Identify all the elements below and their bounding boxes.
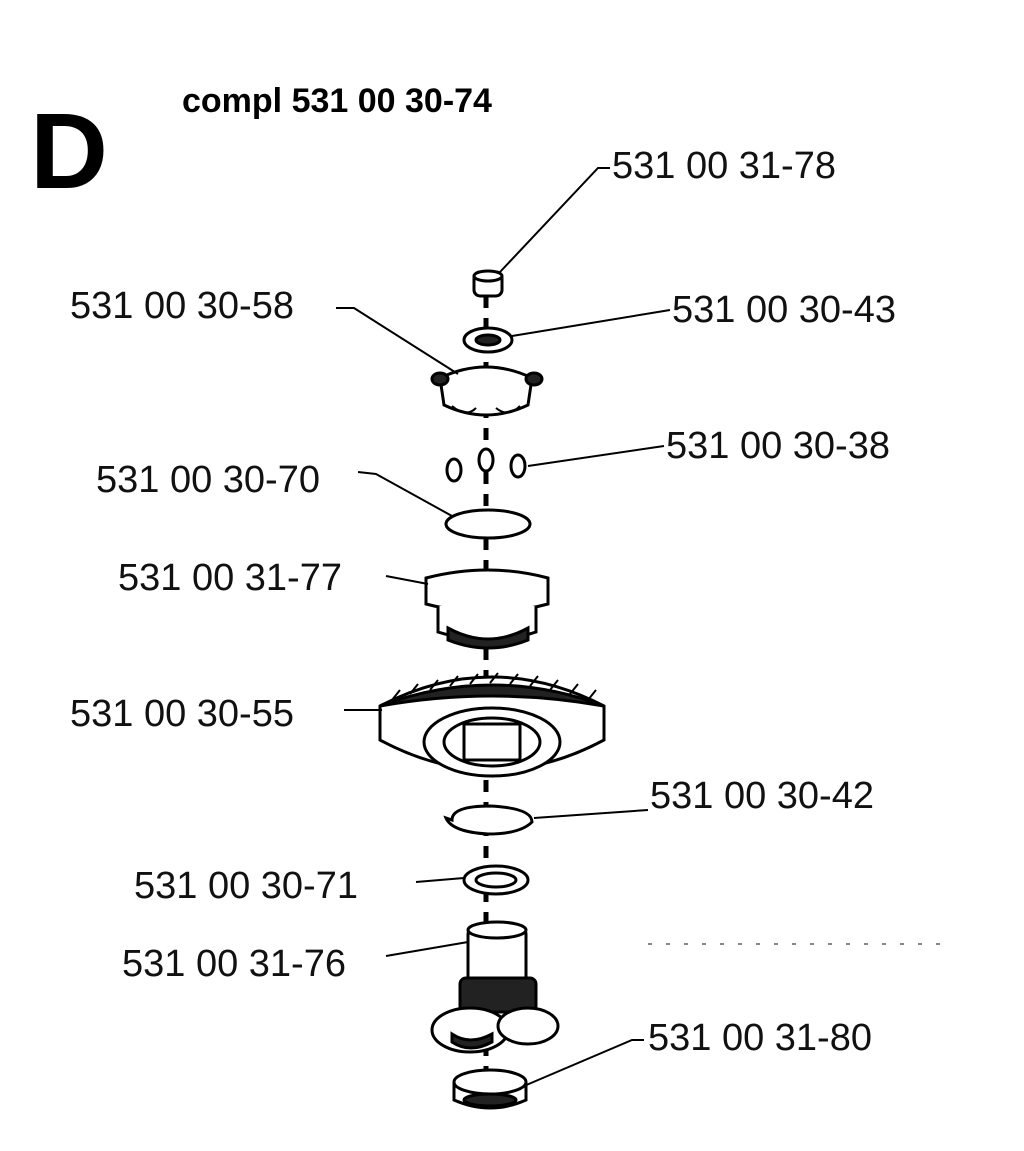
part-pins-30-38 [445,447,527,483]
leader-30-71 [415,877,465,883]
section-letter: D [30,90,108,211]
part-shaft-31-76 [430,920,560,1054]
part-cap-31-78 [472,269,504,298]
assembly-title: compl 531 00 30-74 [182,82,492,120]
leader-30-42 [533,809,649,819]
label-part-30-42: 531 00 30-42 [650,775,874,817]
part-ring-30-70 [444,508,532,540]
label-part-31-80: 531 00 31-80 [648,1017,872,1059]
label-part-30-70: 531 00 30-70 [96,459,320,501]
label-part-31-76: 531 00 31-76 [122,943,346,985]
leader-30-38 [527,445,665,467]
part-washer-30-71 [462,864,530,896]
label-part-30-71: 531 00 30-71 [134,865,358,907]
label-part-31-77: 531 00 31-77 [118,557,342,599]
part-clutch-plate-30-58 [430,365,544,417]
part-circlip-30-42 [443,804,534,836]
leader-31-77 [385,575,429,585]
leader-31-76 [385,941,469,957]
leader-lines [336,167,671,1087]
part-bevel-gear-30-55 [378,672,606,778]
part-bearing-31-80 [452,1068,528,1110]
leader-31-80 [523,1039,644,1087]
leader-31-78 [499,167,610,273]
part-washer-30-43 [462,326,514,354]
leader-30-43 [511,309,671,337]
label-part-30-58: 531 00 30-58 [70,285,294,327]
leader-30-70 [357,471,453,517]
label-part-31-78: 531 00 31-78 [612,145,836,187]
label-part-30-55: 531 00 30-55 [70,693,294,735]
part-hub-31-77 [424,568,550,650]
label-part-30-38: 531 00 30-38 [666,425,890,467]
leader-30-58 [336,307,459,375]
label-part-30-43: 531 00 30-43 [672,289,896,331]
